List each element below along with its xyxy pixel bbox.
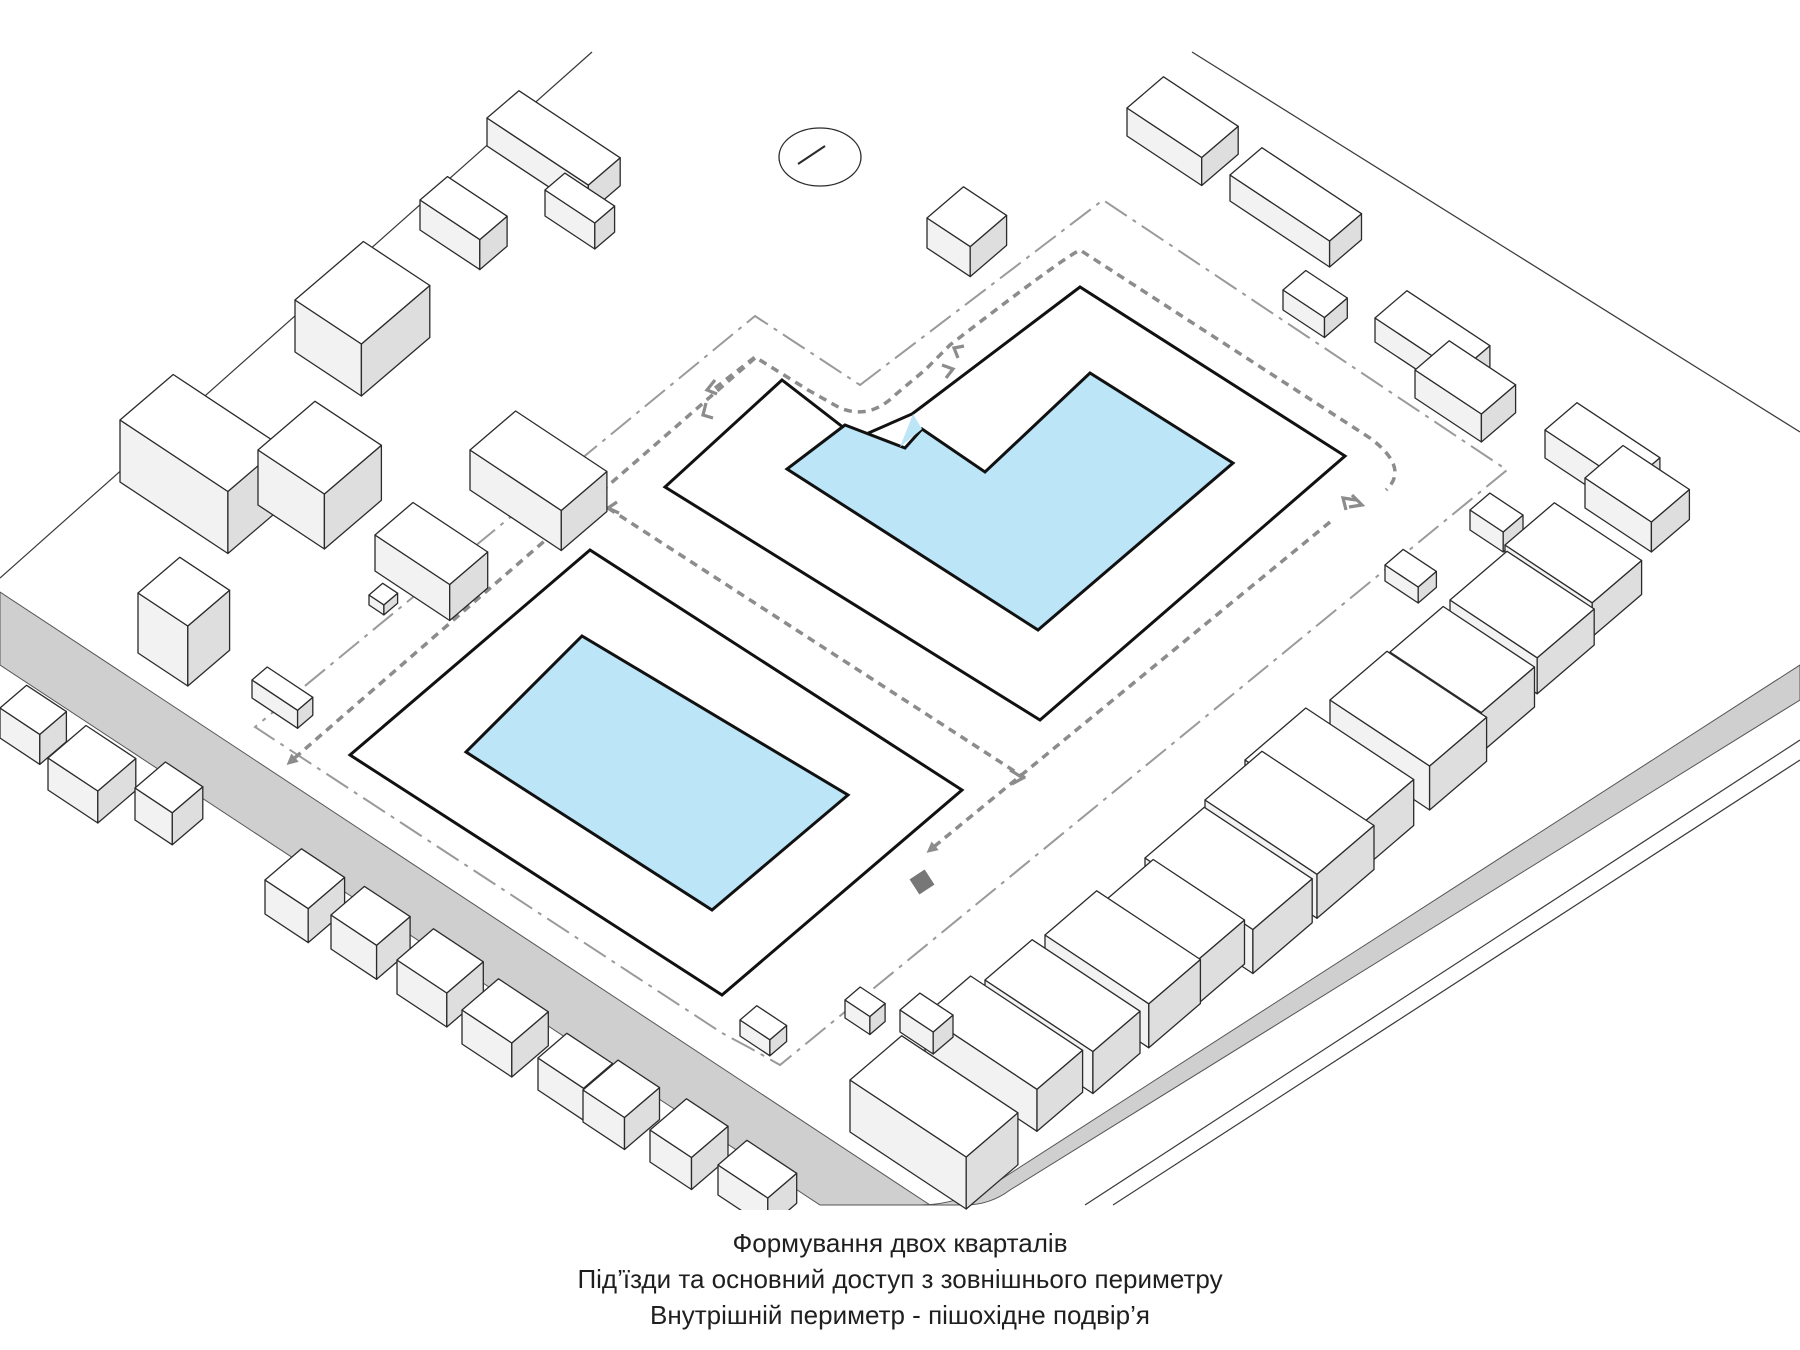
context-building xyxy=(469,410,608,552)
context-building xyxy=(396,928,484,1028)
context-building xyxy=(1414,340,1517,443)
context-building xyxy=(134,761,204,846)
context-building xyxy=(251,666,314,729)
context-building xyxy=(461,978,549,1078)
north-quarter xyxy=(662,285,1348,722)
context-building xyxy=(544,172,616,250)
caption-line-2: Під’їзди та основний доступ з зовнішньог… xyxy=(577,1264,1223,1294)
context-building xyxy=(739,1005,788,1057)
context-building xyxy=(1584,444,1691,553)
context-building xyxy=(649,1098,729,1191)
context-building xyxy=(137,556,231,687)
context-building xyxy=(924,975,1084,1132)
context-building xyxy=(0,684,68,766)
context-building xyxy=(119,373,282,555)
caption: Формування двох кварталів Під’їзди та ос… xyxy=(0,1225,1800,1333)
context-building xyxy=(926,186,1008,278)
context-building xyxy=(368,582,399,616)
entry-square-icon xyxy=(909,869,935,895)
context-building xyxy=(419,175,508,271)
context-building xyxy=(849,1035,1019,1210)
context-building xyxy=(1126,76,1239,187)
context-building xyxy=(294,240,431,397)
access-path xyxy=(286,247,1397,853)
context-building xyxy=(330,885,411,980)
context-building xyxy=(1384,548,1438,604)
road-west xyxy=(0,591,932,1206)
north-compass-icon xyxy=(778,127,862,187)
context-building xyxy=(1229,147,1363,268)
south-quarter xyxy=(347,548,965,997)
path-arrows xyxy=(604,344,1366,786)
context-building xyxy=(1282,269,1348,339)
context-building xyxy=(257,400,383,550)
caption-line-1: Формування двох кварталів xyxy=(732,1228,1068,1258)
context-building xyxy=(374,501,489,622)
context-building xyxy=(47,724,137,824)
context-buildings xyxy=(0,76,1691,1210)
context-building xyxy=(582,1059,661,1151)
context-building xyxy=(717,1139,798,1210)
context-building xyxy=(264,848,346,944)
context-building xyxy=(899,992,954,1055)
context-building xyxy=(844,986,886,1036)
caption-line-3: Внутрішній периметр - пішохідне подвір’я xyxy=(650,1300,1150,1330)
site-boundary xyxy=(253,198,1509,1067)
site-diagram xyxy=(0,51,1800,1210)
